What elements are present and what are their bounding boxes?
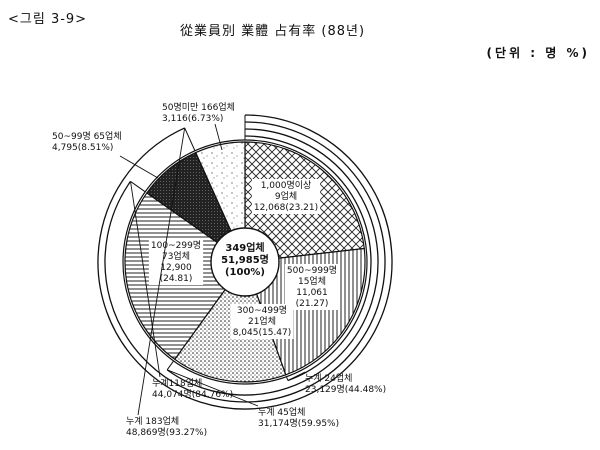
- chart-title: 從業員別 業體 占有率 (88년): [180, 24, 366, 39]
- leader-line-s0: [214, 123, 223, 151]
- cumulative-arc-3: [104, 121, 386, 403]
- cumulative-arc-4: [97, 114, 393, 410]
- slice-label-s100-bg: [148, 239, 204, 285]
- cumulative-arc-2: [166, 128, 379, 396]
- cumulative-end-tick-2: [166, 360, 175, 371]
- figure-label: <그림 3-9>: [8, 12, 88, 27]
- leader-line-cumulative-1: [287, 371, 306, 381]
- slice-label-s300-bg: [230, 304, 294, 339]
- cumulative-end-tick-1: [285, 376, 289, 381]
- slice-label-s1000-bg: [251, 179, 321, 214]
- leader-line-s50: [119, 155, 159, 179]
- leader-line-cumulative-4: [137, 127, 186, 416]
- cumulative-arc-1: [244, 135, 372, 382]
- leader-line-cumulative-2: [166, 369, 259, 407]
- slice-label-s500-bg: [284, 264, 340, 310]
- pie-center-circle: [210, 227, 280, 297]
- pie-slice-s300: [173, 260, 287, 383]
- cumulative-end-tick-4: [184, 127, 196, 151]
- unit-label: (단위 : 명 %): [486, 46, 590, 60]
- cumulative-end-tick-3: [130, 181, 146, 193]
- leader-line-cumulative-3: [130, 181, 161, 378]
